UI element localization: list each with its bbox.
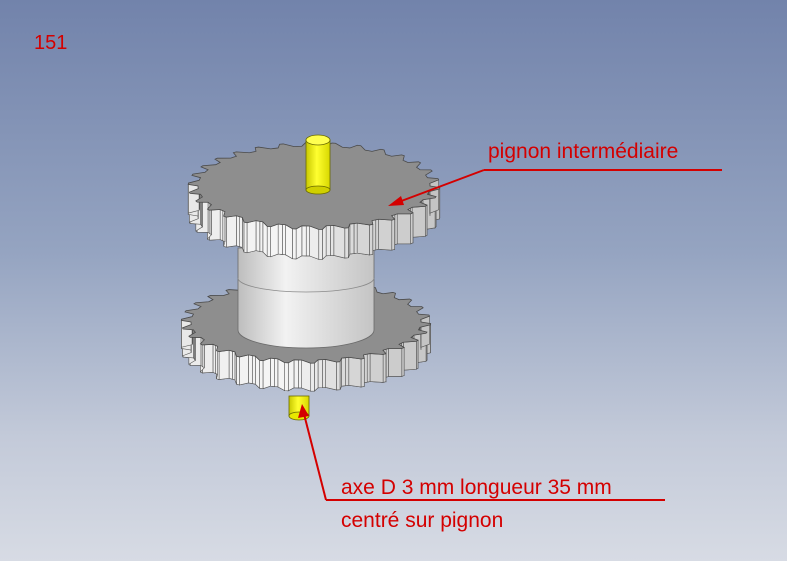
axis-leader [298, 404, 665, 501]
upper-axle [305, 134, 331, 195]
axis-arrowhead [298, 404, 309, 418]
pinion-label: pignon intermédiaire [488, 140, 679, 163]
pinion-leader [388, 169, 722, 206]
figure-number: 151 [34, 32, 68, 54]
upper-gear [187, 142, 441, 261]
axis-label-line2: centré sur pignon [341, 509, 504, 532]
pinion-arrowhead [388, 196, 404, 206]
hub-cylinder [237, 247, 375, 349]
axis-label-line1: axe D 3 mm longueur 35 mm [341, 476, 612, 499]
